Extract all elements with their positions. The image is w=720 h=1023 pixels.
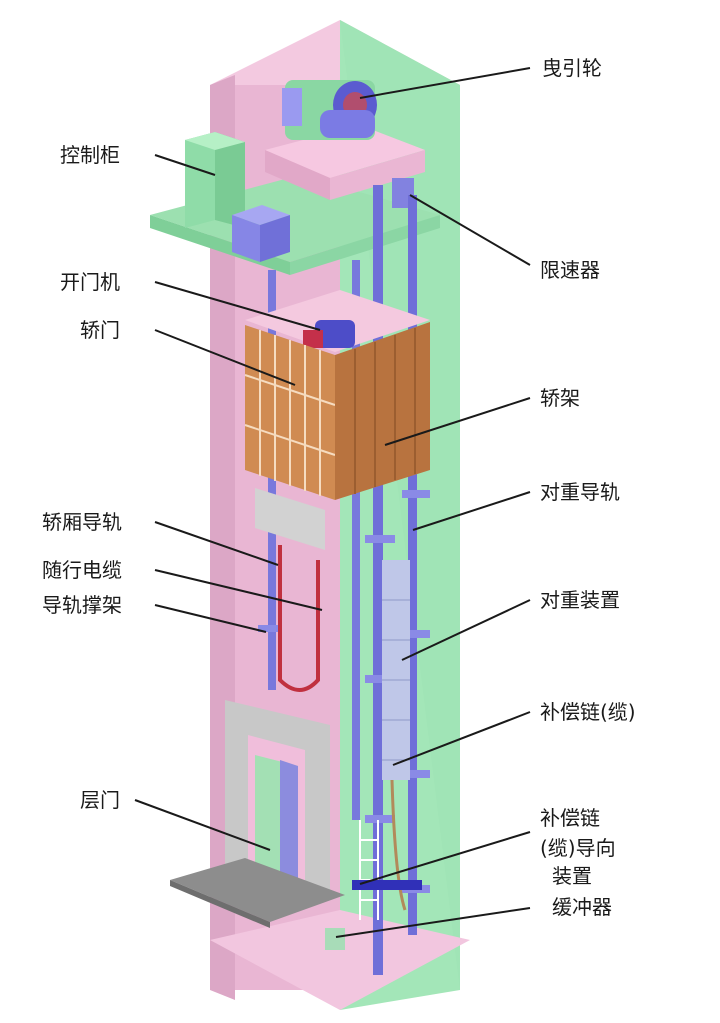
car-apron: [255, 488, 325, 550]
traveling-cable: [278, 545, 320, 692]
compensation-guide-device: [352, 880, 422, 890]
car-frame: [335, 322, 430, 500]
label-rail-bracket: 导轨撑架: [42, 593, 122, 617]
door-operator: [315, 320, 355, 348]
label-traction-sheave: 曳引轮: [542, 56, 602, 80]
label-compensation-guide-2: (缆)导向: [540, 836, 616, 860]
machine-bed: [265, 125, 425, 178]
pit-floor: [210, 910, 470, 1010]
control-cabinet: [185, 132, 215, 228]
label-car-guide-rail: 轿厢导轨: [42, 510, 122, 534]
counterweight-device: [382, 560, 410, 780]
landing-sill: [170, 858, 345, 922]
label-control-cabinet: 控制柜: [60, 143, 120, 167]
leader-lines: [134, 67, 531, 938]
label-speed-governor: 限速器: [540, 258, 600, 282]
label-car-door: 轿门: [80, 318, 120, 342]
label-traveling-cable: 随行电缆: [42, 558, 122, 582]
counterweight-rail-right: [408, 195, 417, 935]
label-door-operator: 开门机: [60, 270, 120, 294]
label-compensation-guide-3: 装置: [552, 864, 592, 888]
label-compensation-guide-1: 补偿链: [540, 806, 600, 830]
label-counterweight-device: 对重装置: [540, 588, 620, 612]
label-counterweight-rail: 对重导轨: [540, 480, 620, 504]
counterweight-rail-left: [373, 185, 383, 975]
label-compensation-chain: 补偿链(缆): [540, 700, 636, 724]
label-car-frame: 轿架: [540, 386, 580, 410]
car-guide-rail: [268, 270, 276, 690]
buffer: [325, 928, 345, 950]
label-buffer: 缓冲器: [552, 895, 612, 919]
label-landing-door: 层门: [80, 788, 120, 812]
compensation-chain: [390, 779, 407, 911]
